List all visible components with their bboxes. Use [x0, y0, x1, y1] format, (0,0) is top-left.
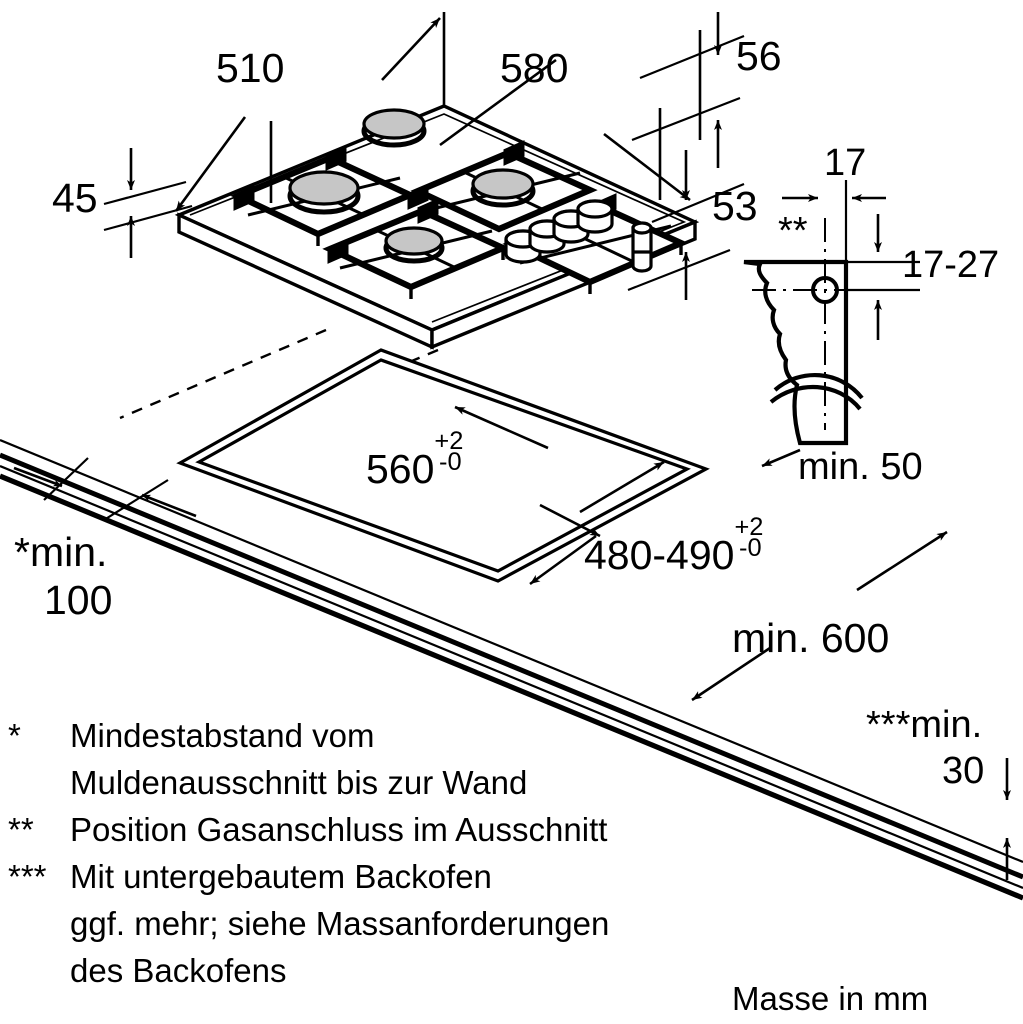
dimension-17: 17 [824, 142, 867, 184]
dimension-min-50: min. 50 [798, 446, 923, 488]
cutout-width-tolerance: +2-0 [434, 426, 464, 476]
legend-line-2-1: Position Gasanschluss im Ausschnitt [70, 811, 608, 848]
dimension-cutout-depth: 480-490+2-0 [584, 512, 784, 578]
legend-line-1-1: Mindestabstand vom [70, 717, 375, 754]
legend-mark-1: * [8, 717, 21, 754]
legend: * Mindestabstand vom Muldenausschnitt bi… [8, 712, 908, 994]
burner-rear-left [287, 170, 361, 215]
legend-row-1: * Mindestabstand vom Muldenausschnitt bi… [8, 712, 908, 806]
dimension-worktop-depth: min. 600 [732, 615, 890, 661]
legend-line-1-2: Muldenausschnitt bis zur Wand [70, 764, 528, 801]
dimension-below-clearance: ***min. 30 [866, 702, 984, 794]
wall-clearance-mark: * [14, 529, 30, 575]
burner-rear-right [470, 168, 536, 208]
legend-row-2: ** Position Gasanschluss im Ausschnitt [8, 806, 908, 853]
legend-text-2: Position Gasanschluss im Ausschnitt [70, 806, 607, 853]
burner-front-left [383, 226, 445, 264]
cutout-width-value: 560 [366, 446, 435, 492]
dimension-56: 56 [736, 33, 782, 79]
control-knobs [504, 199, 614, 264]
cutout-depth-value: 480-490 [584, 532, 735, 578]
grate-legs [236, 195, 683, 299]
legend-mark-3: *** [8, 858, 47, 895]
legend-mark-2: ** [8, 811, 34, 848]
wall-clearance-value: 100 [44, 577, 113, 623]
cutout-depth-tolerance: +2-0 [734, 512, 764, 562]
control-knob-4 [576, 199, 614, 234]
legend-row-3: *** Mit untergebautem Backofen ggf. mehr… [8, 853, 908, 994]
legend-line-3-3: des Backofens [70, 952, 287, 989]
units-note: Masse in mm [732, 980, 929, 1017]
burner-front-right [361, 108, 427, 148]
below-clearance-mark: ***min. [866, 704, 983, 746]
gas-connection-marker: ** [778, 210, 808, 252]
dimension-45: 45 [52, 175, 98, 221]
legend-text-3: Mit untergebautem Backofen ggf. mehr; si… [70, 853, 609, 994]
below-clearance-value: 30 [942, 750, 985, 792]
gas-connection-stub [631, 221, 653, 273]
dimension-17-27: 17-27 [902, 244, 1000, 286]
mounting-bracket-detail [743, 218, 878, 446]
legend-line-3-2: ggf. mehr; siehe Massanforderungen [70, 905, 610, 942]
legend-line-3-1: Mit untergebautem Backofen [70, 858, 492, 895]
dimension-cutout-width: 560+2-0 [366, 426, 484, 492]
dimension-wall-clearance: *min. 100 [14, 528, 112, 624]
worktop [0, 438, 1023, 901]
legend-text-1: Mindestabstand vom Muldenausschnitt bis … [70, 712, 527, 806]
wall-clearance-min: min. [29, 529, 108, 575]
dimension-lines [13, 12, 1011, 880]
hob-isometric-view [119, 104, 700, 446]
dimension-53: 53 [712, 183, 758, 229]
dimension-580: 580 [500, 45, 569, 91]
dimension-510: 510 [216, 45, 285, 91]
